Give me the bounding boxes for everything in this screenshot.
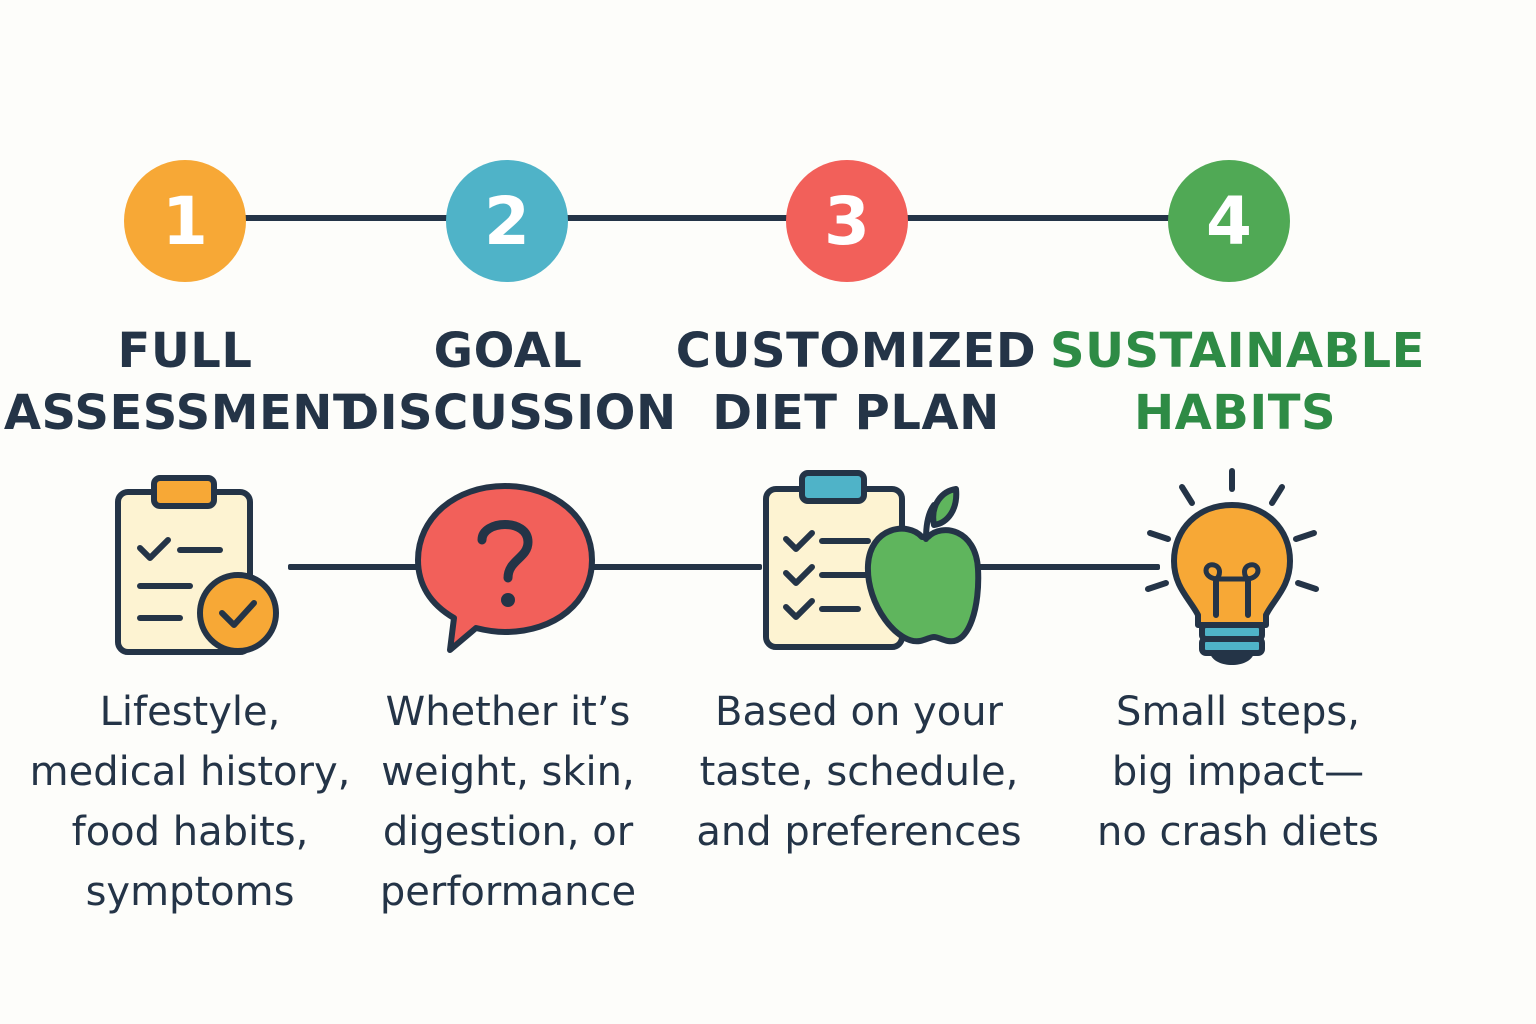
step-description-line: weight, skin, — [381, 749, 635, 795]
step-description-line: big impact— — [1111, 749, 1365, 795]
step-title-line: HABITS — [1133, 385, 1337, 441]
step-description-line: digestion, or — [382, 809, 634, 855]
step-title-line: DIET PLAN — [712, 385, 1000, 441]
clipboard-check-icon — [115, 475, 279, 655]
step-description-line: performance — [379, 869, 637, 915]
step-description-line: Lifestyle, — [99, 689, 281, 735]
step-description: Based on your taste, schedule, and prefe… — [669, 682, 1049, 862]
lightbulb-icon — [1145, 468, 1319, 665]
step-description: Whether it’s weight, skin, digestion, or… — [318, 682, 698, 922]
step-title-line: CUSTOMIZED — [675, 323, 1037, 379]
step-number-badge: 1 — [124, 160, 246, 282]
step-description: Small steps, big impact— no crash diets — [1048, 682, 1428, 862]
timeline-connector-3-4 — [905, 215, 1175, 221]
step-title: FULL ASSESSMENT — [0, 320, 370, 444]
step-title: SUSTAINABLE HABITS — [1050, 320, 1425, 444]
step-number-badge: 3 — [786, 160, 908, 282]
step-title-line: SUSTAINABLE — [1050, 323, 1425, 379]
step-number-badge: 4 — [1168, 160, 1290, 282]
timeline-connector-1-2 — [240, 215, 450, 221]
timeline-connector-2-3 — [565, 215, 790, 221]
step-description-line: taste, schedule, — [699, 749, 1019, 795]
question-bubble-icon — [415, 483, 595, 653]
step-title-line: DISCUSSION — [339, 385, 677, 441]
icon-connector-2-3 — [590, 564, 762, 570]
step-description-line: food habits, — [71, 809, 309, 855]
step-title: CUSTOMIZED DIET PLAN — [671, 320, 1041, 444]
step-number-badge: 2 — [446, 160, 568, 282]
clipboard-apple-icon — [763, 470, 982, 650]
step-description-line: medical history, — [29, 749, 351, 795]
step-title: GOAL DISCUSSION — [323, 320, 693, 444]
step-title-line: FULL — [117, 323, 253, 379]
step-title-line: GOAL — [433, 323, 583, 379]
step-description-line: Small steps, — [1116, 689, 1360, 735]
step-description-line: symptoms — [85, 869, 295, 915]
step-description-line: and preferences — [696, 809, 1022, 855]
icon-connector-3-4 — [975, 564, 1160, 570]
step-description: Lifestyle, medical history, food habits,… — [0, 682, 380, 922]
step-description-line: Whether it’s — [385, 689, 631, 735]
step-title-line: ASSESSMENT — [3, 385, 367, 441]
icon-connector-1-2 — [288, 564, 418, 570]
step-description-line: Based on your — [715, 689, 1003, 735]
step-description-line: no crash diets — [1096, 809, 1380, 855]
